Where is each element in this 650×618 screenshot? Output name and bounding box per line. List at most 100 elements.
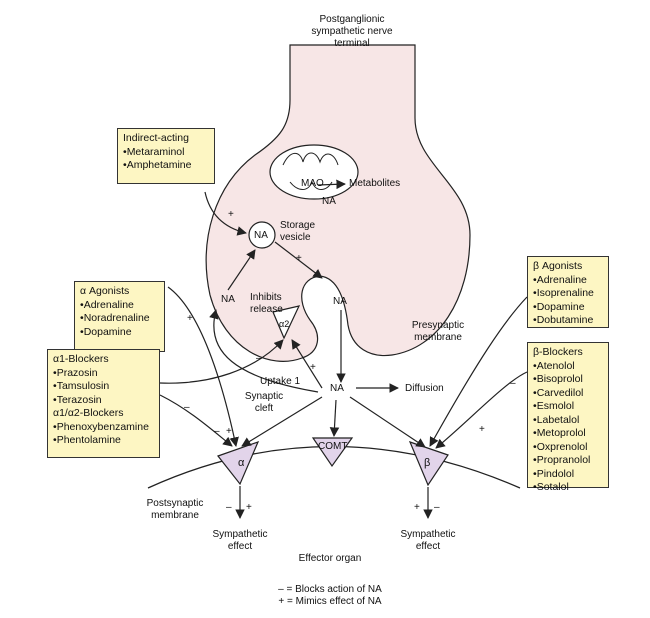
sign-alpha2-minus: –: [256, 353, 262, 364]
beta-effect-line2: effect: [415, 541, 441, 552]
inhibits-release-label: Inhibits release: [250, 292, 283, 316]
alpha1-blockers-title: α1-Blockers: [53, 353, 109, 365]
sign-beta-blocker-minus: –: [510, 378, 516, 389]
mitochondrion: [269, 144, 359, 200]
beta-blocker-item: Esmolol: [533, 400, 603, 414]
beta-blocker-item: Atenolol: [533, 360, 603, 374]
alpha-agonists-box: α Agonists Adrenaline Noradrenaline Dopa…: [74, 281, 165, 352]
arrow-na-to-alpha2: [291, 339, 323, 389]
sign-beta-effect-plus: +: [414, 502, 420, 513]
beta-blocker-item: Oxprenolol: [533, 441, 603, 455]
alpha2-autoreceptor: [272, 305, 301, 340]
alpha-blocker-item: Prazosin: [53, 367, 154, 381]
beta-agonists-box: β Agonists Adrenaline Isoprenaline Dopam…: [527, 256, 609, 328]
alpha-effect-line2: effect: [227, 541, 253, 552]
beta-receptor: [408, 441, 449, 487]
alpha-receptor-label: α: [238, 457, 245, 469]
nerve-terminal-label-line3: terminal: [334, 38, 370, 49]
nerve-terminal: [205, 44, 471, 362]
synaptic-cleft-label: Synaptic cleft: [236, 391, 292, 415]
alpha-blocker-item: Tamsulosin: [53, 380, 154, 394]
presynaptic-membrane-label: Presynaptic membrane: [398, 320, 478, 344]
sign-release-plus: +: [296, 253, 302, 264]
alpha-blocker-item: Phentolamine: [53, 434, 154, 448]
sign-blocker-minus-2: –: [214, 426, 220, 437]
beta-blocker-item: Propranolol: [533, 454, 603, 468]
alpha-blockers-box: α1-Blockers Prazosin Tamsulosin Terazosi…: [47, 349, 160, 458]
beta-agonist-item: Dopamine: [533, 301, 603, 315]
mitochondrion-cristae: [282, 152, 339, 190]
postsynaptic-label-line1: Postsynaptic: [146, 498, 204, 509]
arrow-beta-agonists: [429, 296, 528, 447]
arrow-uptake1: [209, 309, 319, 393]
sign-beta-agonist-plus: +: [479, 424, 485, 435]
beta-blocker-item: Bisoprolol: [533, 373, 603, 387]
mito-na-label: NA: [322, 196, 336, 207]
beta-agonist-item: Adrenaline: [533, 274, 603, 288]
arrow-alpha-agonists: [167, 286, 239, 447]
nerve-terminal-label-line2: sympathetic nerve: [311, 26, 393, 37]
released-na-label: NA: [333, 296, 347, 307]
beta-blocker-item: Sotalol: [533, 481, 603, 495]
effector-organ-label: Effector organ: [298, 553, 362, 564]
inhibits-release-line2: release: [250, 304, 283, 315]
arrow-indirect-to-vesicle: [204, 191, 247, 236]
storage-vesicle-label: Storage vesicle: [280, 220, 315, 244]
arrow-na-to-alpha: [241, 396, 323, 447]
beta-effect-line1: Sympathetic: [400, 529, 456, 540]
nerve-terminal-label: Postganglionic sympathetic nerve termina…: [282, 14, 422, 50]
presynaptic-label-line1: Presynaptic: [411, 320, 465, 331]
indirect-acting-item: Metaraminol: [123, 146, 209, 160]
indirect-acting-item: Amphetamine: [123, 159, 209, 173]
arrow-blockers-to-alpha: [159, 394, 233, 447]
arrow-beta-blockers: [435, 371, 528, 449]
beta-agonist-item: Dobutamine: [533, 314, 603, 328]
legend-blocks: – = Blocks action of NA: [278, 584, 382, 595]
beta-receptor-label: β: [424, 457, 431, 469]
postsynaptic-label-line2: membrane: [151, 510, 199, 521]
sign-indirect-plus: +: [228, 209, 234, 220]
storage-vesicle: [248, 221, 276, 249]
beta-blocker-item: Pindolol: [533, 468, 603, 482]
synaptic-cleft-line1: Synaptic: [244, 391, 284, 402]
beta-blockers-title: β-Blockers: [533, 346, 583, 358]
arrow-na-to-comt: [329, 399, 340, 437]
comt-enzyme: [311, 437, 354, 468]
alpha-agonists-title: α Agonists: [80, 285, 130, 297]
indirect-acting-title: Indirect-acting: [123, 132, 189, 144]
beta-blocker-item: Metoprolol: [533, 427, 603, 441]
alpha2-label: α2: [279, 319, 290, 329]
sign-beta-effect-minus: –: [434, 502, 440, 513]
alpha-effect-line1: Sympathetic: [212, 529, 268, 540]
alpha-agonist-item: Dopamine: [80, 326, 159, 340]
presynaptic-label-line2: membrane: [414, 332, 462, 343]
arrow-na-to-beta: [349, 396, 426, 448]
legend-mimics: + = Mimics effect of NA: [278, 596, 382, 607]
alpha-agonist-item: Noradrenaline: [80, 312, 159, 326]
vesicle-na-label: NA: [254, 230, 268, 241]
alpha-blocker-item: Phenoxybenzamine: [53, 421, 154, 435]
beta-sympathetic-effect-label: Sympathetic effect: [393, 529, 463, 553]
sign-alpha2-plus: +: [310, 362, 316, 373]
alpha-receptor: [217, 440, 260, 486]
arrow-vesicle-release: [274, 241, 323, 279]
diffusion-label: Diffusion: [405, 383, 444, 394]
sign-alpha-effect-minus: –: [226, 502, 232, 513]
inhibits-release-line1: Inhibits: [250, 292, 282, 303]
alpha-agonist-item: Adrenaline: [80, 299, 159, 313]
beta-agonist-item: Isoprenaline: [533, 287, 603, 301]
sign-alpha-effect-plus: +: [246, 502, 252, 513]
sign-alpha-agonist-plus: +: [187, 313, 193, 324]
indirect-acting-box: Indirect-acting Metaraminol Amphetamine: [117, 128, 215, 184]
storage-vesicle-label-line2: vesicle: [280, 232, 311, 243]
synaptic-cleft-line2: cleft: [254, 403, 274, 414]
arrow-blockers-to-alpha2: [159, 339, 284, 384]
alpha1-alpha2-blockers-title: α1/α2-Blockers: [53, 407, 124, 419]
postsynaptic-membrane-label: Postsynaptic membrane: [135, 498, 215, 522]
arrow-na-to-vesicle: [227, 249, 256, 291]
sign-blocker-minus-1: –: [184, 402, 190, 413]
beta-blocker-item: Carvedilol: [533, 387, 603, 401]
storage-vesicle-label-line1: Storage: [280, 220, 316, 231]
